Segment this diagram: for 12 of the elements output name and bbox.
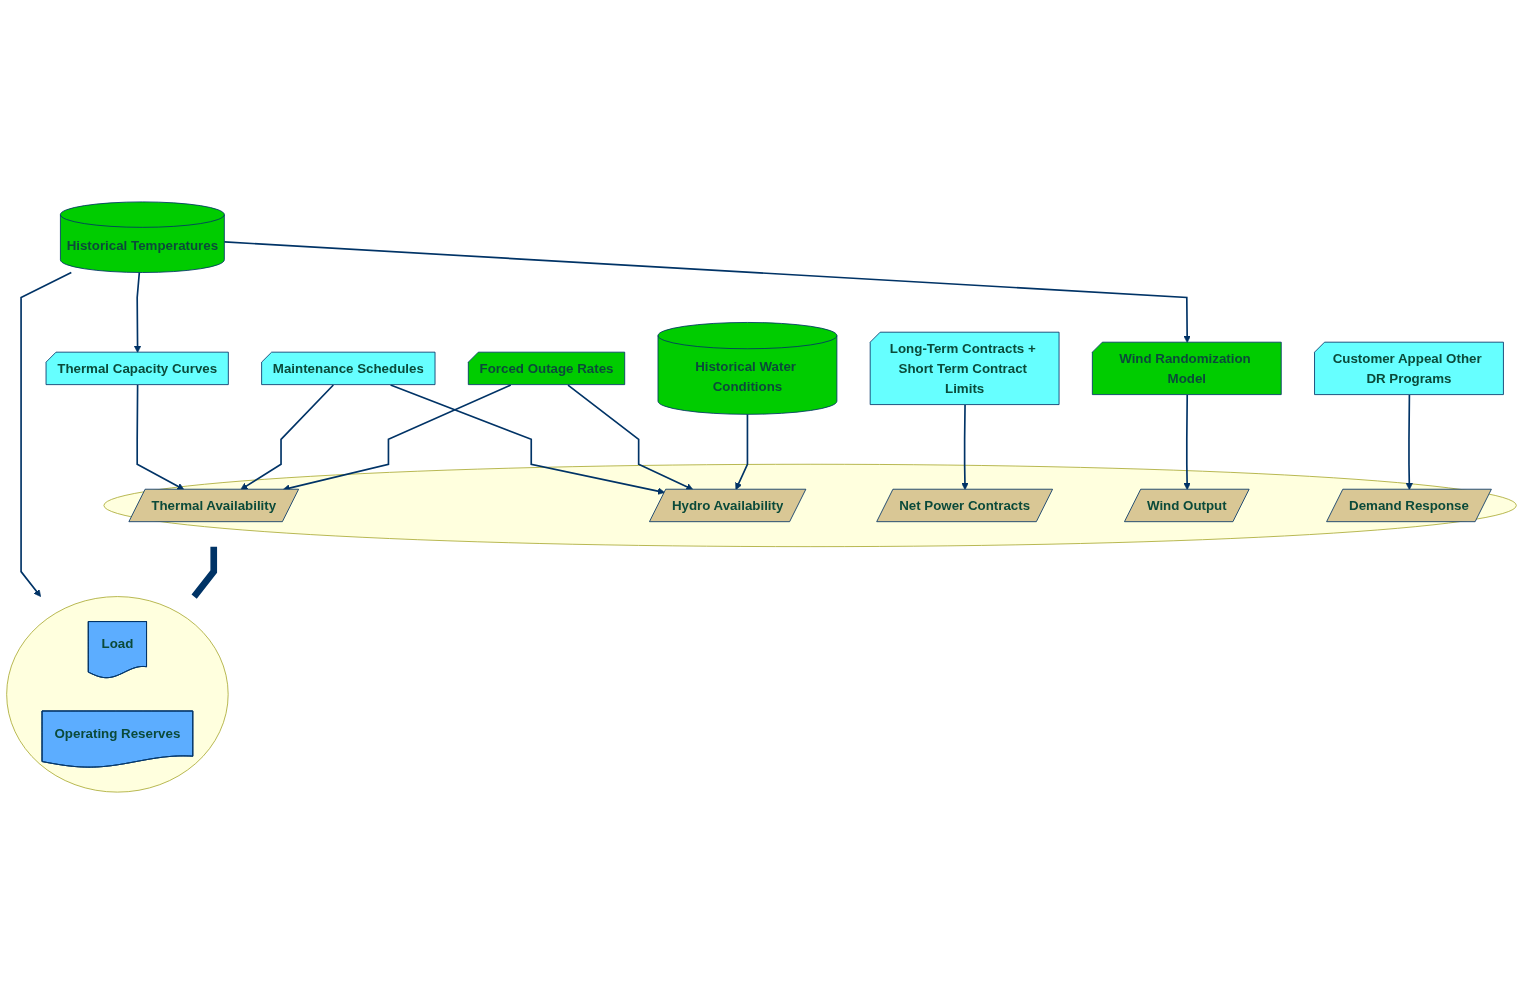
arrow [961,404,969,490]
connector [191,546,218,599]
arrow [735,413,749,490]
arrow [240,384,335,490]
arrow [389,384,665,495]
arrow [1405,394,1413,490]
arrow [136,384,185,490]
arrow [133,271,142,353]
arrow [223,241,1191,343]
arrow [20,271,73,597]
arrow [1183,394,1191,490]
arrow [567,384,694,491]
